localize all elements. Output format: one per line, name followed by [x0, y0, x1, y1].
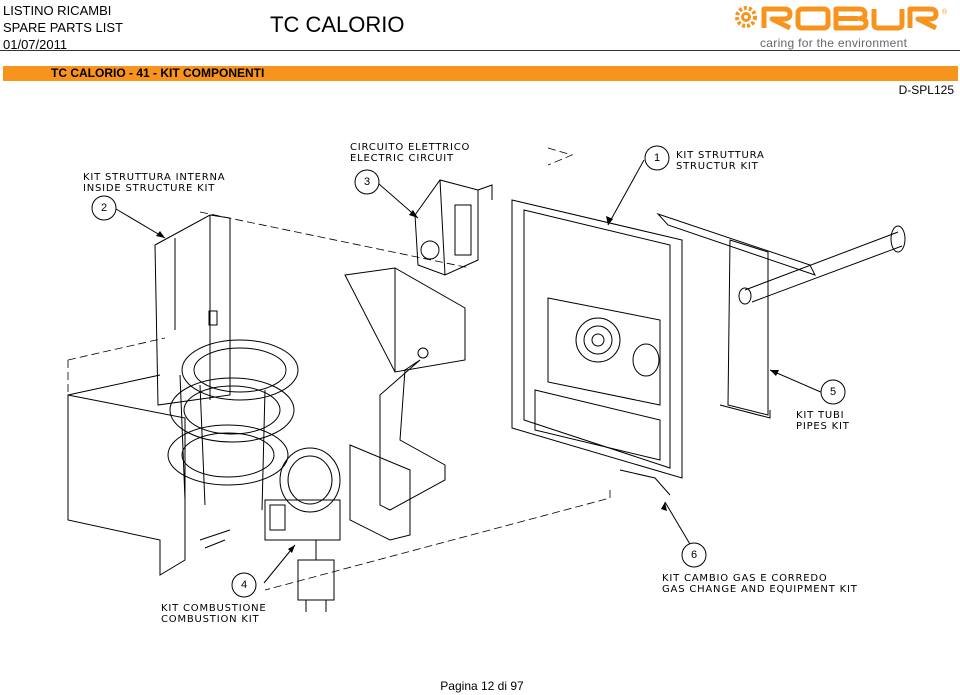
brand-tagline: caring for the environment: [760, 36, 908, 50]
document-title: TC CALORIO: [270, 12, 405, 37]
exploded-diagram: 1 KIT STRUTTURA STRUCTUR KIT 2 KIT STRUT…: [67, 142, 906, 625]
callout-number: 4: [241, 579, 247, 591]
callout-1: 1 KIT STRUTTURA STRUCTUR KIT: [644, 145, 765, 172]
electric-circuit-part: [414, 179, 493, 276]
callout-label-en: INSIDE STRUCTURE KIT: [83, 183, 215, 194]
callout-label-en: STRUCTUR KIT: [676, 161, 759, 172]
drawing-reference: D-SPL125: [898, 83, 954, 97]
callout-5: 5 KIT TUBI PIPES KIT: [796, 379, 850, 432]
leader-arrowheads: [156, 210, 779, 553]
inside-structure-part: [67, 214, 231, 576]
callout-3: 3 CIRCUITO ELETTRICO ELECTRIC CIRCUIT: [350, 142, 470, 195]
section-title-bar: TC CALORIO - 41 - KIT COMPONENTI: [3, 66, 958, 81]
callout-label-it: KIT TUBI: [796, 410, 844, 421]
header-line2: SPARE PARTS LIST: [3, 20, 123, 35]
callout-label-it: KIT STRUTTURA INTERNA: [83, 172, 225, 183]
header-divider: [0, 50, 960, 51]
gear-icon: [735, 6, 757, 28]
callout-label-it: CIRCUITO ELETTRICO: [350, 142, 470, 153]
callout-6: 6 KIT CAMBIO GAS E CORREDO GAS CHANGE AN…: [662, 542, 858, 595]
assembly-guide-lines: [67, 147, 611, 591]
brand-wordmark: [761, 6, 939, 31]
callout-leaders: [115, 159, 824, 584]
combustion-part: [167, 339, 341, 612]
callout-4: 4 KIT COMBUSTIONE COMBUSTION KIT: [161, 572, 267, 625]
svg-text:®: ®: [942, 8, 948, 16]
callout-label-it: KIT COMBUSTIONE: [161, 603, 267, 614]
callout-label-en: PIPES KIT: [796, 421, 850, 432]
robur-logo: ®: [735, 6, 948, 31]
page-number: Pagina 12 di 97: [440, 679, 524, 693]
section-title: TC CALORIO - 41 - KIT COMPONENTI: [51, 66, 265, 80]
callout-label-en: COMBUSTION KIT: [161, 614, 260, 625]
callout-label-it: KIT CAMBIO GAS E CORREDO: [662, 573, 828, 584]
callout-label-en: GAS CHANGE AND EQUIPMENT KIT: [662, 584, 858, 595]
header-line1: LISTINO RICAMBI: [3, 3, 112, 18]
callout-number: 1: [654, 152, 660, 164]
callout-number: 2: [101, 202, 107, 214]
callout-number: 6: [691, 549, 697, 561]
callout-number: 5: [830, 386, 836, 398]
callout-number: 3: [364, 176, 370, 188]
header-info: LISTINO RICAMBI SPARE PARTS LIST 01/07/2…: [3, 2, 123, 53]
pipes-kit-part: [656, 212, 906, 419]
central-panel-part: [344, 267, 466, 541]
callout-label-en: ELECTRIC CIRCUIT: [350, 153, 454, 164]
callout-2: 2 KIT STRUTTURA INTERNA INSIDE STRUCTURE…: [83, 172, 225, 221]
callout-label-it: KIT STRUTTURA: [676, 150, 765, 161]
structure-frame-part: [511, 199, 683, 496]
header-date: 01/07/2011: [3, 37, 68, 52]
page-footer: Pagina 12 di 97: [0, 679, 960, 693]
